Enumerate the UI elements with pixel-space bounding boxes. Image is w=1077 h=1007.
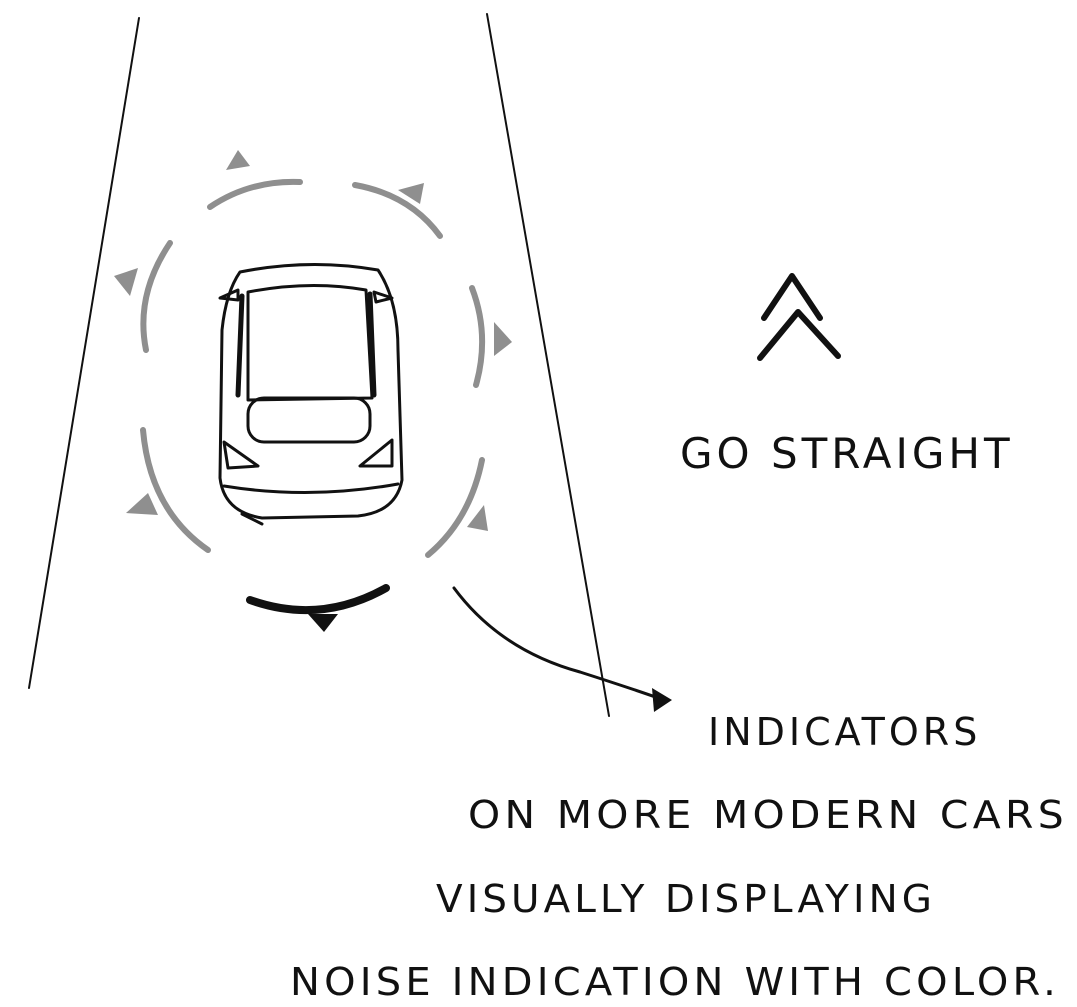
- curved-arrow-icon: [454, 588, 672, 712]
- annotation-line-2: ON MORE MODERN CARS: [468, 793, 1068, 837]
- rear-alert-arc-icon: [250, 588, 386, 632]
- car-bumper: [224, 484, 398, 493]
- indicator-triangle-bottom-right: [467, 505, 488, 531]
- annotation-line-4: NOISE INDICATION WITH COLOR.: [290, 960, 1060, 1004]
- chevron-lower: [760, 312, 838, 358]
- car-taillight-right: [360, 440, 392, 466]
- road-left-edge: [29, 18, 139, 688]
- car-top-view-icon: [220, 264, 402, 524]
- chevron-upper: [764, 276, 820, 318]
- car-rear-window: [248, 398, 370, 442]
- indicator-triangle-right: [494, 322, 512, 356]
- indicator-arc-bottom-right: [428, 460, 482, 555]
- pointer-arrowhead: [652, 688, 672, 712]
- annotation-line-1: INDICATORS: [708, 710, 981, 754]
- indicator-triangle-left: [114, 268, 138, 296]
- indicator-arc-bottom-left: [143, 430, 208, 550]
- indicator-triangle-top-left: [226, 150, 250, 170]
- car-taillight-left: [224, 442, 258, 468]
- sound-indicator-ring-icon: [143, 182, 482, 555]
- car-pillar-left: [238, 296, 242, 395]
- car-roof: [248, 285, 372, 400]
- annotation-line-3: VISUALLY DISPLAYING: [436, 877, 936, 921]
- indicator-triangle-bottom-left: [126, 493, 158, 515]
- indicator-triangles: [114, 150, 512, 531]
- double-chevron-up-icon: [760, 276, 838, 358]
- indicator-arc-top-right: [355, 185, 440, 236]
- indicator-arc-top-left: [210, 182, 300, 207]
- pointer-line: [454, 588, 664, 700]
- indicator-arc-left: [143, 243, 170, 350]
- rear-alert-arc: [250, 588, 386, 610]
- road-right-edge: [487, 14, 609, 716]
- indicator-arc-right: [472, 288, 482, 385]
- rear-alert-tip: [308, 614, 338, 632]
- direction-label: GO STRAIGHT: [680, 429, 1014, 478]
